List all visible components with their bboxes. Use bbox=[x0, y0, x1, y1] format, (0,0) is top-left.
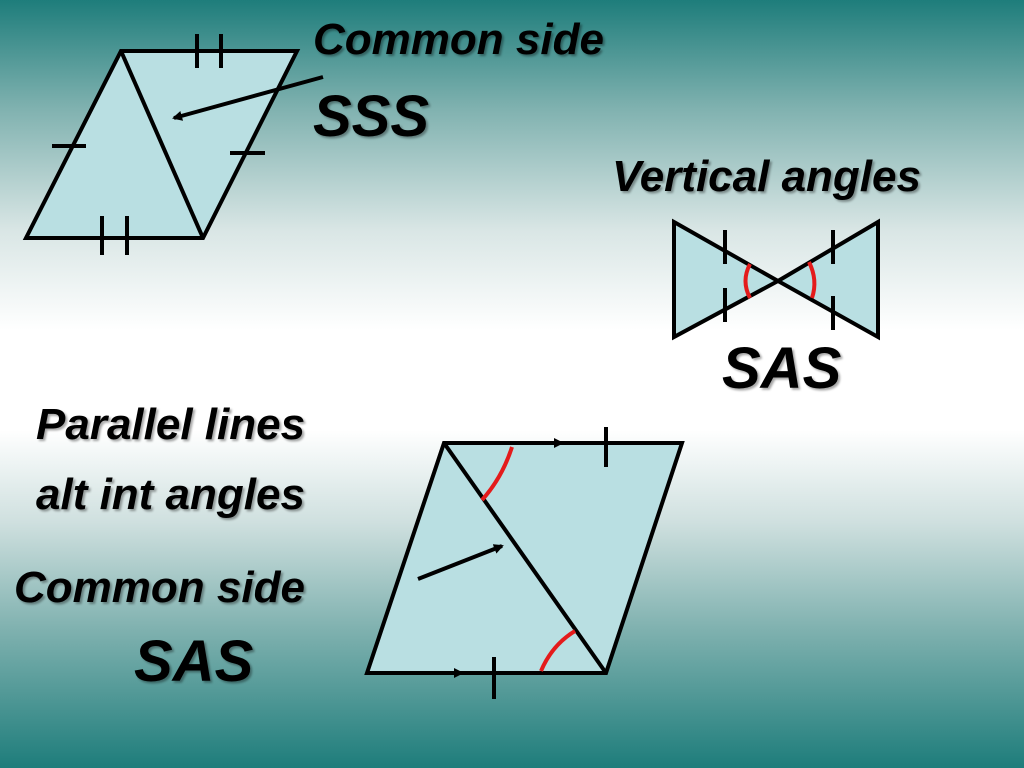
vertical-angles-figure bbox=[672, 218, 880, 341]
sss-common-side-diagonal bbox=[119, 50, 205, 239]
parallel-common-side-label: Common side bbox=[14, 563, 305, 612]
vertical-sas-rule-label: SAS bbox=[722, 336, 842, 401]
alt-int-angles-label: alt int angles bbox=[36, 470, 305, 519]
sss-common-side-label: Common side bbox=[313, 15, 604, 64]
vertical-angles-label: Vertical angles bbox=[612, 152, 921, 201]
bowtie-tick-marks bbox=[723, 230, 835, 330]
sss-rule-label: SSS bbox=[313, 84, 430, 149]
alt-int-angle-mark-top bbox=[480, 446, 514, 502]
parallel-sas-rule-label: SAS bbox=[134, 629, 254, 694]
parallel-lines-figure bbox=[364, 427, 685, 699]
vertical-angle-mark-left bbox=[743, 263, 752, 299]
bowtie-right-triangle bbox=[773, 218, 880, 341]
parallel-common-side-arrow bbox=[417, 544, 504, 581]
parallel-lines-label: Parallel lines bbox=[36, 400, 306, 449]
sss-double-tick-bottom bbox=[100, 216, 129, 255]
alt-int-angle-mark-bottom bbox=[539, 629, 577, 672]
vertical-angle-mark-right bbox=[807, 261, 817, 299]
sss-parallelogram-figure bbox=[22, 34, 324, 255]
sss-double-tick-top bbox=[195, 34, 223, 68]
parallel-common-side-diagonal bbox=[442, 441, 608, 675]
sss-common-side-arrow bbox=[172, 75, 324, 121]
